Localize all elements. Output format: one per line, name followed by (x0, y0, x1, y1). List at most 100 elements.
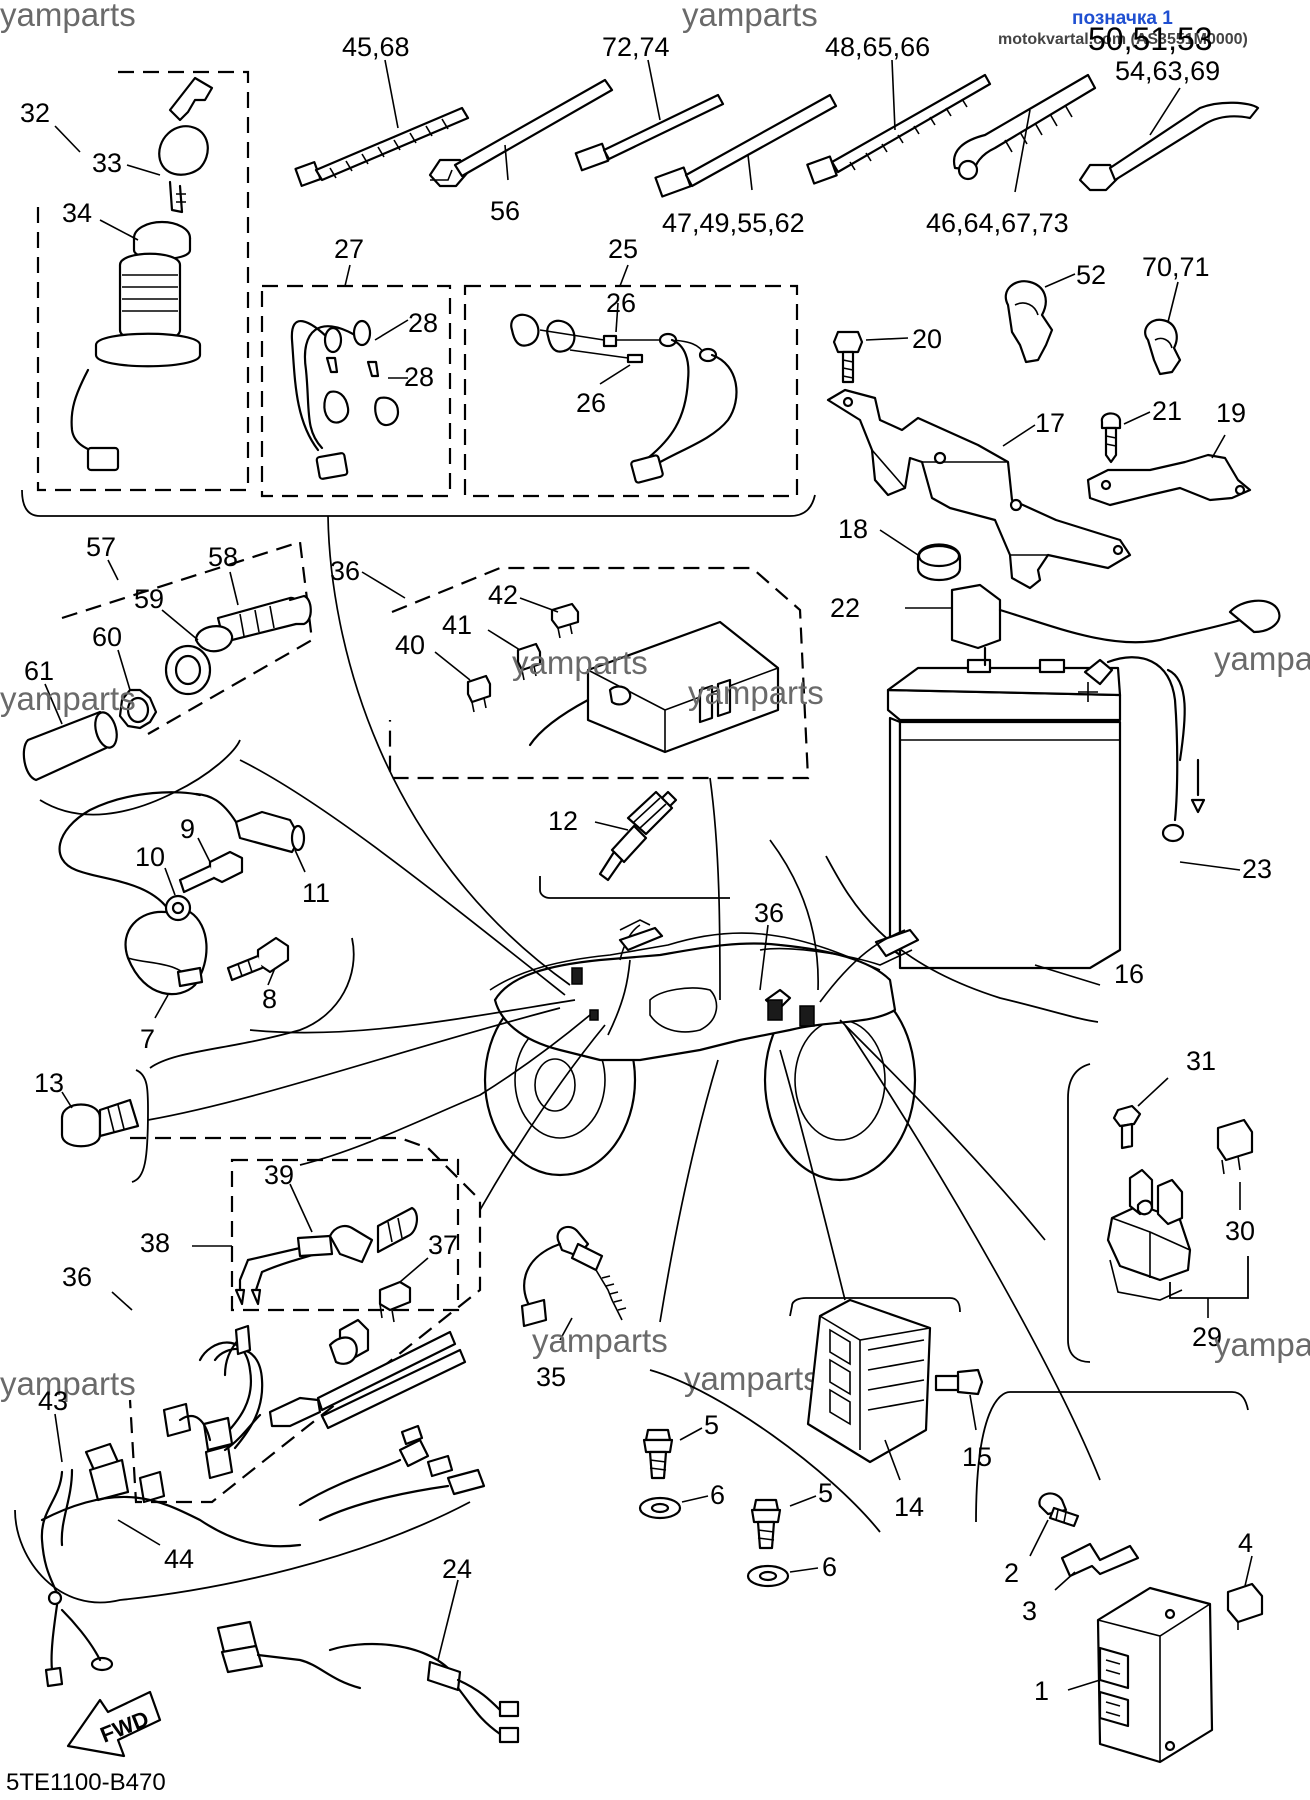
battery-cable-22 (950, 583, 1281, 667)
callout-31: 31 (1186, 1046, 1216, 1076)
cable-tie-46-64-67-73 (952, 73, 1097, 181)
badge-label[interactable]: позначка 1 (1072, 8, 1173, 29)
bolt-15 (934, 1368, 984, 1396)
harness-right-lower (298, 1424, 486, 1522)
clamp-52 (1004, 280, 1054, 364)
cdi-bracket (975, 1391, 1249, 1523)
callout-22: 22 (830, 593, 860, 623)
callout-50-51-53: 50,51,53 (1088, 21, 1213, 57)
callout-17: 17 (1035, 408, 1065, 438)
cable-tie-47-49-55-62 (654, 93, 838, 198)
callout-36-b: 36 (754, 898, 784, 928)
callout-28-b: 28 (404, 362, 434, 392)
washer-6-b (746, 1564, 790, 1588)
switch-bracket (131, 1069, 149, 1183)
plug-cap-11 (194, 792, 306, 854)
bolt-20 (832, 330, 864, 384)
callout-72-74: 72,74 (602, 32, 670, 62)
bolt-2 (1038, 1492, 1080, 1528)
bolt-5-b (750, 1498, 782, 1550)
callout-35: 35 (536, 1362, 566, 1392)
callout-6-b: 6 (822, 1552, 837, 1582)
group-box-36-fuse (388, 566, 810, 780)
callout-8: 8 (262, 984, 277, 1014)
callout-46-64-67-73: 46,64,67,73 (926, 208, 1069, 238)
callout-32: 32 (20, 98, 50, 128)
callout-59: 59 (134, 584, 164, 614)
callout-5-b: 5 (818, 1478, 833, 1508)
watermark-center-2: yamparts (684, 1360, 820, 1397)
bracket-19 (1086, 453, 1252, 507)
group-box-25 (463, 284, 799, 498)
battery-cable-23 (1083, 656, 1206, 843)
callout-60: 60 (92, 622, 122, 652)
callout-58: 58 (208, 542, 238, 572)
callout-37: 37 (428, 1230, 458, 1260)
watermark-top-center: yamparts (682, 0, 818, 33)
bolt-5-a (642, 1428, 674, 1480)
callout-26-b: 26 (576, 388, 606, 418)
callout-1: 1 (1034, 1676, 1049, 1706)
callout-52: 52 (1076, 260, 1106, 290)
washer-10 (164, 894, 192, 922)
lead-24 (216, 1620, 520, 1744)
watermark-fuse-2: yamparts (688, 674, 824, 711)
connector-43 (40, 1442, 302, 1688)
fuse-box (528, 620, 780, 754)
watermark-left-upper: yamparts (0, 680, 136, 717)
connector-4 (1226, 1582, 1264, 1630)
callout-11: 11 (302, 878, 330, 908)
callout-38: 38 (140, 1228, 170, 1258)
relay-bracket (1067, 1063, 1091, 1363)
callout-36-c: 36 (62, 1262, 92, 1292)
callout-36-a: 36 (330, 556, 360, 586)
callout-15: 15 (962, 1442, 992, 1472)
group-box-36-harness (128, 1136, 482, 1504)
ignition-key[interactable] (158, 76, 214, 214)
atv-illustration (483, 919, 920, 1182)
callout-43: 43 (38, 1386, 68, 1416)
switch-13 (60, 1098, 140, 1148)
clamp-70-71 (1144, 318, 1182, 376)
watermark-left-lower: yamparts (0, 1365, 136, 1402)
callout-18: 18 (838, 514, 868, 544)
callout-3: 3 (1022, 1596, 1037, 1626)
cable-tie-48-65-66 (806, 73, 992, 185)
relay-group-bracket (1169, 1256, 1249, 1299)
callout-39: 39 (264, 1160, 294, 1190)
harness-38 (234, 1206, 418, 1306)
bolt-bracket (649, 1369, 881, 1533)
callout-13: 13 (34, 1068, 64, 1098)
fuse-42 (550, 602, 580, 639)
callout-12: 12 (548, 806, 578, 836)
harness-25 (510, 313, 738, 484)
sensor-bracket (539, 876, 730, 899)
callout-33: 33 (92, 148, 122, 178)
callout-28-a: 28 (408, 308, 438, 338)
callout-54-63-69: 54,63,69 (1115, 56, 1220, 86)
group-box-38 (230, 1158, 460, 1312)
bolt-8 (226, 936, 290, 982)
callout-26-a: 26 (606, 288, 636, 318)
callout-21: 21 (1152, 396, 1182, 426)
callout-7: 7 (140, 1024, 155, 1054)
callout-42: 42 (488, 580, 518, 610)
bracket-17 (826, 388, 1132, 590)
rectifier-14 (806, 1298, 932, 1464)
bracket-3 (1060, 1542, 1140, 1578)
watermark-top-left: yamparts (0, 0, 136, 33)
washer-6-a (638, 1496, 682, 1520)
callout-61: 61 (24, 656, 54, 686)
routing-lines (147, 515, 1101, 1481)
callout-48-65-66: 48,65,66 (825, 32, 930, 62)
watermark-fuse-1: yamparts (512, 644, 648, 681)
callout-29: 29 (1192, 1322, 1222, 1352)
upper-group-bracket (21, 489, 816, 517)
sensor-12 (598, 790, 678, 882)
callout-4: 4 (1238, 1528, 1253, 1558)
cable-tie-72-74 (574, 93, 725, 172)
fuse-41 (516, 642, 542, 681)
fuse-40 (466, 674, 492, 713)
callout-45-68: 45,68 (342, 32, 410, 62)
